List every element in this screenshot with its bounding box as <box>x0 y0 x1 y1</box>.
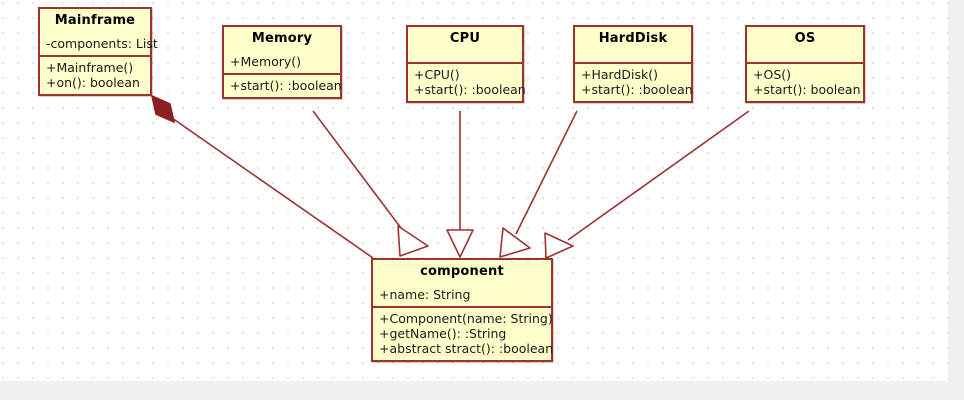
operation: +Mainframe() <box>46 60 134 75</box>
class-box-memory[interactable]: Memory +Memory() +start(): :boolean <box>222 25 342 99</box>
class-name-harddisk: HardDisk <box>598 31 668 46</box>
filled-diamond-marker <box>150 94 176 124</box>
operation: +HardDisk() <box>581 67 658 82</box>
hollow-triangle-marker <box>499 227 531 258</box>
attributes-compartment-os <box>747 51 863 62</box>
hollow-triangle-marker <box>397 225 429 257</box>
operations-compartment-os: +OS() +start(): boolean <box>747 62 863 101</box>
hollow-triangle-marker <box>544 232 574 259</box>
operation: +getName(): :String <box>379 326 507 341</box>
class-box-component[interactable]: component +name: String +Component(name:… <box>371 258 553 362</box>
operation: +start(): boolean <box>753 82 861 97</box>
operation: +start(): :boolean <box>414 82 526 97</box>
operation: +OS() <box>753 67 792 82</box>
attributes-compartment-mainframe: -components: List <box>40 33 158 55</box>
diagram-canvas[interactable]: component : composition (filled diamond … <box>0 0 948 381</box>
operation: +on(): boolean <box>46 75 140 90</box>
operation: +CPU() <box>414 67 460 82</box>
operation: +start(): :boolean <box>230 78 342 93</box>
attributes-compartment-component: +name: String <box>373 284 551 306</box>
canvas-right-margin <box>948 0 964 381</box>
operation: +Component(name: String) <box>379 311 553 326</box>
edge-os-component[interactable] <box>544 110 750 259</box>
class-name-cpu: CPU <box>449 31 481 46</box>
edge-harddisk-component[interactable] <box>499 110 578 258</box>
attributes-compartment-cpu <box>408 51 522 62</box>
class-box-cpu[interactable]: CPU +CPU() +start(): :boolean <box>406 25 526 103</box>
attribute: -components: List <box>46 36 158 51</box>
operations-compartment-mainframe: +Mainframe() +on(): boolean <box>40 55 150 94</box>
operations-compartment-harddisk: +HardDisk() +start(): :boolean <box>575 62 693 101</box>
attributes-compartment-harddisk <box>575 51 691 62</box>
edge-memory-component[interactable] <box>312 110 429 257</box>
class-name-os: OS <box>794 31 816 46</box>
attributes-compartment-memory: +Memory() <box>224 51 340 73</box>
operations-compartment-component: +Component(name: String) +getName(): :St… <box>373 306 554 360</box>
operation: +abstract stract(): :boolean <box>379 341 554 356</box>
edge-mainframe-component[interactable] <box>150 94 374 259</box>
canvas-bottom-margin <box>0 381 964 400</box>
operations-compartment-memory: +start(): :boolean <box>224 73 342 97</box>
attribute: +Memory() <box>230 54 302 69</box>
class-name-memory: Memory <box>251 31 313 46</box>
operations-compartment-cpu: +CPU() +start(): :boolean <box>408 62 526 101</box>
class-box-mainframe[interactable]: Mainframe -components: List +Mainframe()… <box>38 7 158 96</box>
hollow-triangle-marker <box>446 229 474 258</box>
class-name-component: component <box>420 264 504 279</box>
operation: +start(): :boolean <box>581 82 693 97</box>
class-name-mainframe: Mainframe <box>54 13 136 28</box>
edge-cpu-component[interactable] <box>446 111 474 258</box>
class-box-os[interactable]: OS +OS() +start(): boolean <box>745 25 865 103</box>
attribute: +name: String <box>379 287 471 302</box>
class-box-harddisk[interactable]: HardDisk +HardDisk() +start(): :boolean <box>573 25 693 103</box>
